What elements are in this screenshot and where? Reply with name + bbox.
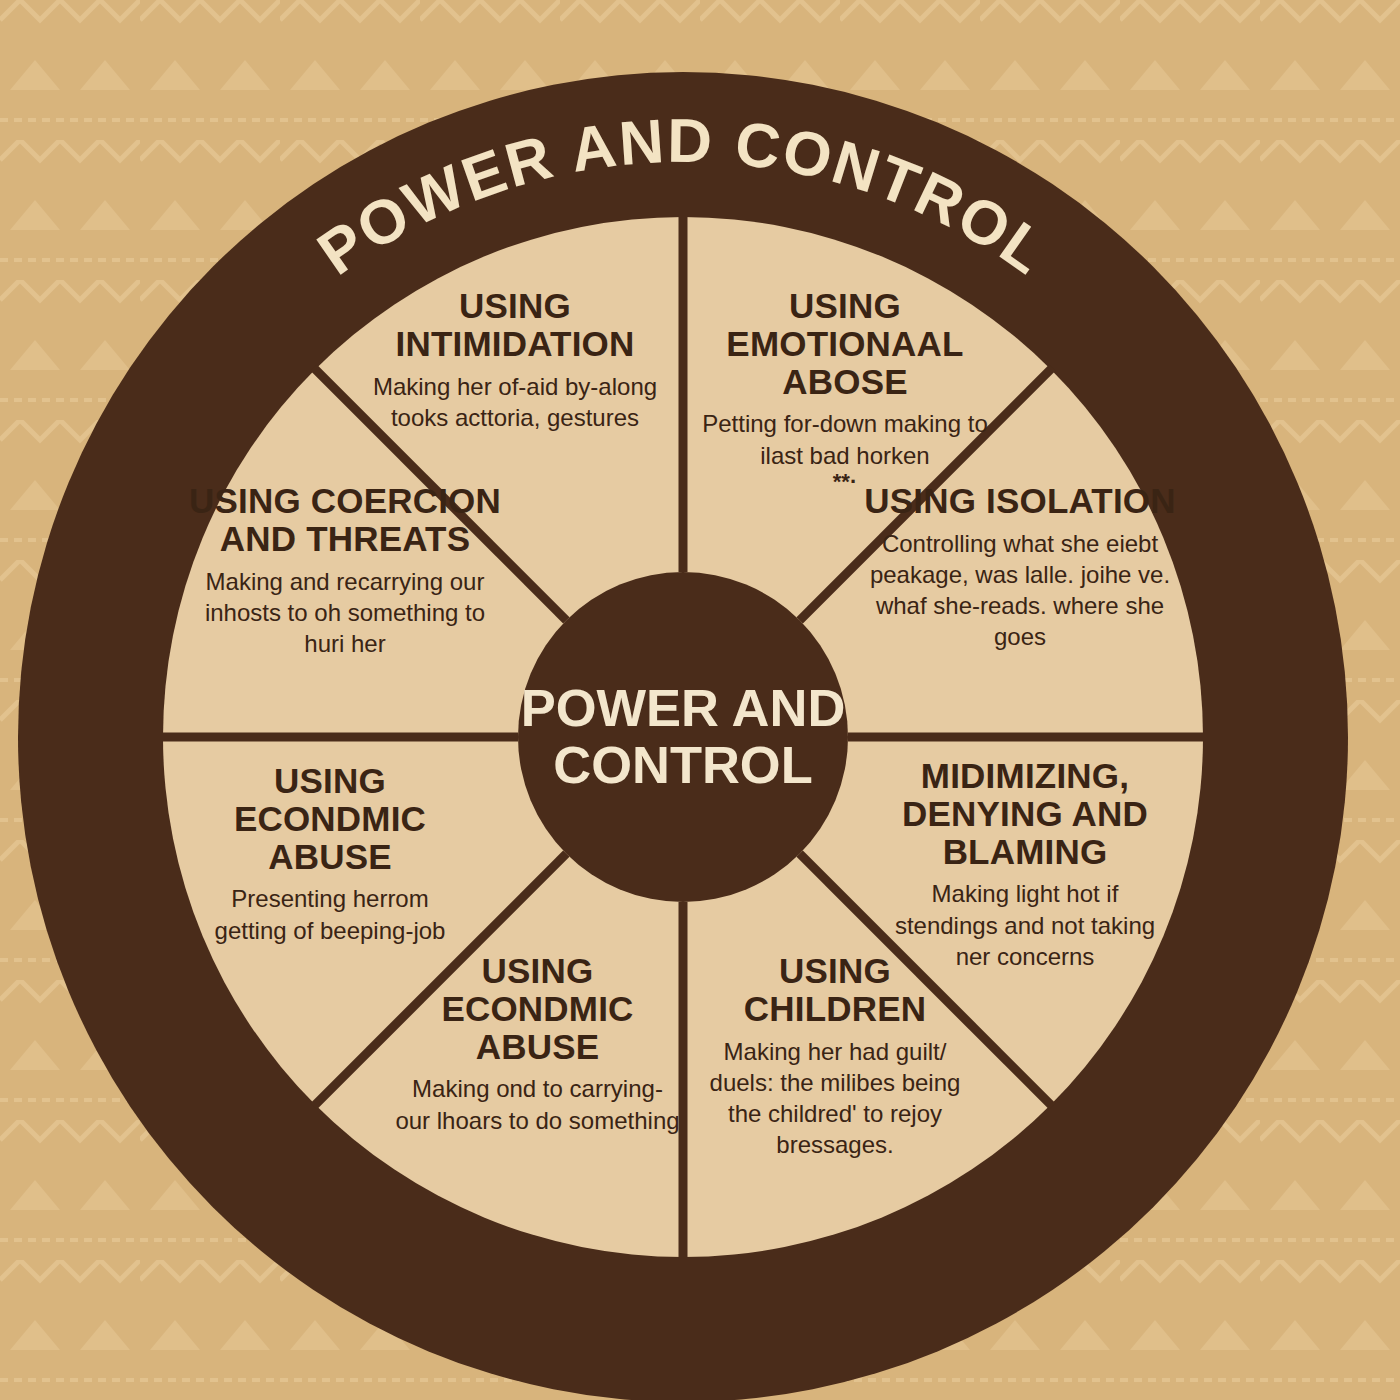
segment-heading: USING COERCION AND THREATS (185, 482, 505, 558)
segment-description: Making light hot if stendings and not ta… (880, 878, 1170, 972)
segment-heading: USING CHILDREN (700, 952, 970, 1028)
spoke (679, 215, 688, 572)
wheel-segment: USING ECONDMIC ABUSE Presenting herrom ge… (195, 762, 465, 946)
wheel: POWER AND CONTROL (18, 72, 1348, 1400)
segment-description: Controlling what she eiebt peakage, was … (855, 528, 1185, 653)
segment-description: Making her of-aid by-along tooks acttori… (360, 371, 670, 433)
spoke (679, 902, 688, 1259)
segment-heading: USING ISOLATION (855, 482, 1185, 520)
segment-description: Making her had guilt/ duels: the milibes… (700, 1036, 970, 1161)
hub-fill (518, 572, 848, 902)
hub-label: POWER AND CONTROL (518, 680, 848, 793)
wheel-segment: MIDIMIZING, DENYING AND BLAMINGMaking li… (880, 757, 1170, 972)
wheel-segment: USING ISOLATION Controlling what she eieb… (855, 482, 1185, 653)
segment-description: Presenting herrom getting of beeping-job (195, 883, 465, 945)
wheel-segment: USING ECONDMIC ABUSE Making ond to carryi… (395, 952, 680, 1136)
segment-description: Petting for-down making to ilast bad hor… (700, 408, 990, 470)
segment-heading: USING ECONDMIC ABUSE (195, 762, 465, 875)
title: POWER AND CONTROL (305, 106, 1061, 288)
wheel-segment: USING CHILDREN Making her had guilt/ duel… (700, 952, 970, 1160)
segment-heading: MIDIMIZING, DENYING AND BLAMING (880, 757, 1170, 870)
segment-heading: USING EMOTIONAAL ABOSE (700, 287, 990, 400)
segment-description: Making and recarrying our inhosts to oh … (185, 566, 505, 660)
segment-description: Making ond to carrying-our lhoars to do … (395, 1073, 680, 1135)
outer-ring (18, 72, 1348, 1400)
segment-heading: USING ECONDMIC ABUSE (395, 952, 680, 1065)
wheel-segment: USING EMOTIONAAL ABOSE Petting for-down m… (700, 287, 990, 493)
segment-heading: USING INTIMIDATION (360, 287, 670, 363)
wheel-segment: USING INTIMIDATION Making her of-aid by-a… (360, 287, 670, 433)
hub-circle: POWER AND CONTROL (518, 572, 848, 902)
spoke (161, 733, 518, 742)
spoke (848, 733, 1205, 742)
wheel-segment: USING COERCION AND THREATS Making and rec… (185, 482, 505, 659)
